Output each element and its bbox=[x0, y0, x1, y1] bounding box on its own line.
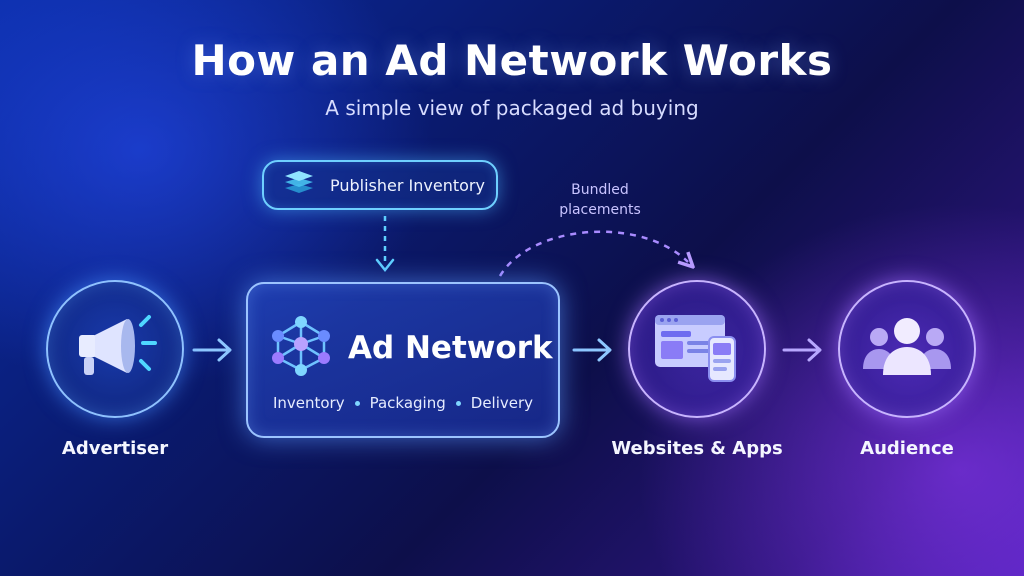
audience-node bbox=[838, 280, 976, 418]
people-icon bbox=[857, 307, 957, 391]
network-to-websites-arrow bbox=[572, 338, 612, 362]
audience-label: Audience bbox=[860, 438, 954, 459]
websites-apps-node bbox=[628, 280, 766, 418]
publisher-inventory-pill: Publisher Inventory bbox=[262, 160, 498, 210]
bundled-placements-curve bbox=[498, 230, 688, 277]
bundled-placements-label: Bundled placements bbox=[559, 182, 641, 218]
ad-network-title: Ad Network bbox=[348, 330, 553, 366]
network-nodes-icon bbox=[268, 314, 334, 380]
advertiser-node bbox=[46, 280, 184, 418]
browser-mobile-icon bbox=[647, 307, 747, 391]
websites-apps-label: Websites & Apps bbox=[611, 438, 783, 459]
advertiser-to-network-arrow bbox=[192, 338, 232, 362]
publisher-inventory-label: Publisher Inventory bbox=[330, 175, 485, 195]
feature-packaging: Packaging bbox=[369, 394, 446, 412]
websites-to-audience-arrow bbox=[782, 338, 822, 362]
feature-delivery: Delivery bbox=[470, 394, 534, 412]
layers-icon bbox=[282, 168, 316, 202]
megaphone-icon bbox=[65, 307, 165, 391]
feature-inventory: Inventory bbox=[272, 394, 345, 412]
advertiser-label: Advertiser bbox=[61, 438, 169, 459]
diagram-subtitle: A simple view of packaged ad buying bbox=[325, 96, 699, 120]
publisher-to-network-arrow bbox=[375, 216, 395, 273]
diagram-title: How an Ad Network Works bbox=[191, 36, 833, 85]
feature-separator-dot bbox=[354, 400, 360, 406]
ad-network-box: Ad Network Inventory Packaging Delivery bbox=[246, 282, 560, 438]
feature-separator-dot bbox=[455, 400, 461, 406]
ad-network-features: Inventory Packaging Delivery bbox=[248, 394, 558, 412]
